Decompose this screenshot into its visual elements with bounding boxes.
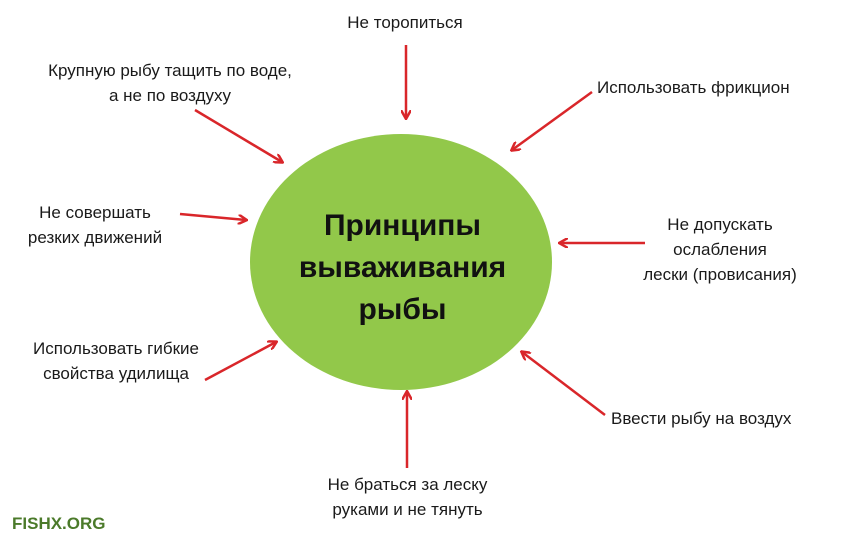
label-line: Не торопиться xyxy=(347,13,463,32)
principle-top: Не торопиться xyxy=(330,10,480,35)
label-line: Использовать гибкие xyxy=(33,339,199,358)
arrow-top-left xyxy=(194,108,282,162)
arrow-top-right xyxy=(512,90,593,150)
principle-top-right: Использовать фрикцион xyxy=(597,75,790,100)
label-line: Не браться за леску xyxy=(327,475,488,494)
principle-left: Не совершать резких движений xyxy=(5,200,185,250)
principle-bottom-left: Использовать гибкие свойства удилища xyxy=(5,336,227,386)
principle-top-left: Крупную рыбу тащить по воде, а не по воз… xyxy=(5,58,335,108)
label-line: лески (провисания) xyxy=(643,265,797,284)
center-title-line: рыбы xyxy=(358,293,447,326)
label-line: резких движений xyxy=(27,228,163,247)
principle-right: Не допускать ослабления лески (провисани… xyxy=(620,212,820,287)
principle-bottom-right: Ввести рыбу на воздух xyxy=(611,406,791,431)
arrow-bottom-left xyxy=(204,342,276,382)
arrow-bottom-right xyxy=(522,352,606,416)
label-line: Использовать фрикцион xyxy=(597,78,790,97)
label-line: Крупную рыбу тащить по воде, xyxy=(48,61,292,80)
label-line: руками и не тянуть xyxy=(332,500,483,519)
label-line: а не по воздуху xyxy=(108,86,232,105)
label-line: Не совершать xyxy=(39,203,151,222)
label-line: Ввести рыбу на воздух xyxy=(611,409,792,428)
center-circle xyxy=(250,134,552,390)
watermark: FISHX.ORG xyxy=(12,514,106,533)
center-title-line: Принципы xyxy=(323,209,482,242)
center-title-line: вываживания xyxy=(298,251,507,284)
principle-bottom: Не браться за леску руками и не тянуть xyxy=(300,472,515,522)
label-line: свойства удилища xyxy=(43,364,189,383)
arrow-left xyxy=(179,212,246,220)
label-line: Не допускать xyxy=(667,215,773,234)
center-title: Принципы вываживания рыбы xyxy=(260,205,545,331)
label-line: ослабления xyxy=(673,240,767,259)
